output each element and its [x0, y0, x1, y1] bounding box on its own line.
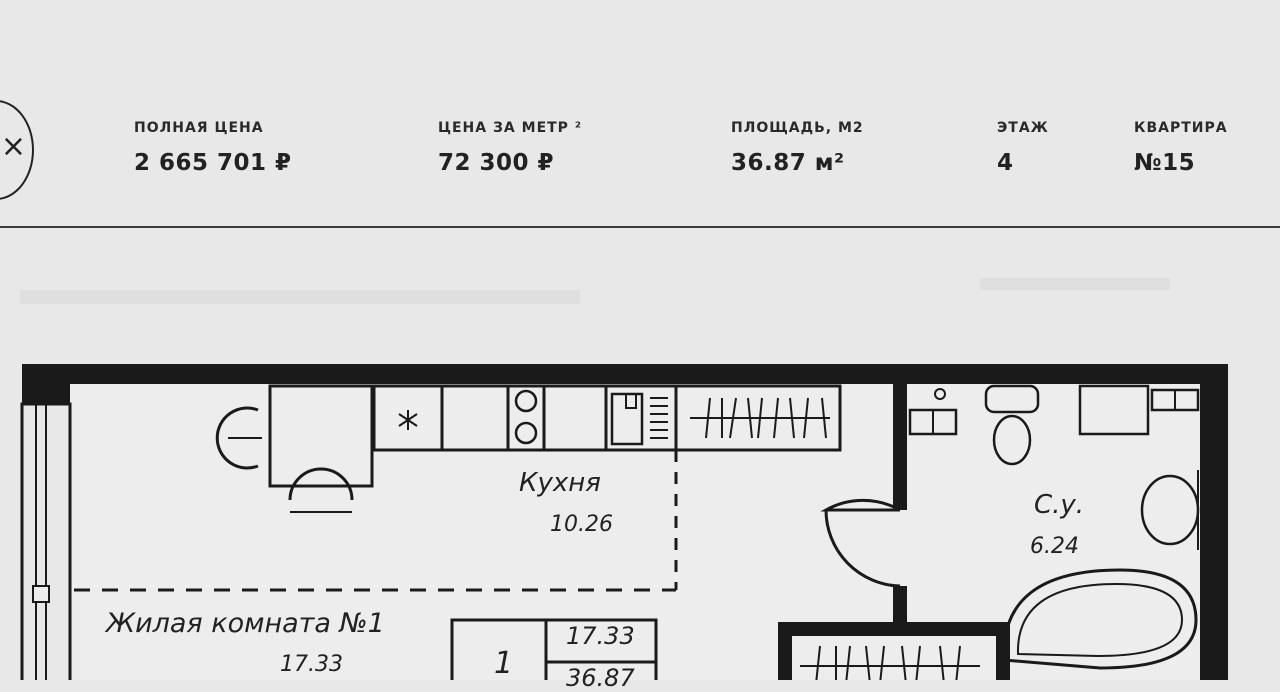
- toilet-icon: [984, 384, 1040, 414]
- stat-label: ПОЛНАЯ ЦЕНА: [134, 120, 264, 136]
- stat-floor: ЭТАЖ 4: [997, 120, 1049, 176]
- right-wall: [1200, 364, 1228, 680]
- floor-plan-drawing: [20, 364, 1228, 680]
- chair: [215, 406, 259, 470]
- stove-icon: [514, 389, 538, 413]
- bathroom-area: 6.24: [1030, 534, 1079, 559]
- apartment-info-header: × ПОЛНАЯ ЦЕНА 2 665 701 ₽ ЦЕНА ЗА МЕТР ²…: [0, 0, 1280, 228]
- corridor-wardrobe: [800, 645, 980, 680]
- bleed-through-mark: [980, 278, 1170, 290]
- stat-label: КВАРТИРА: [1134, 120, 1228, 136]
- left-wall-corner: [22, 364, 70, 404]
- area-legend: [450, 618, 658, 680]
- top-wall: [22, 364, 1228, 384]
- corridor-wall: [778, 622, 996, 636]
- bleed-through-mark: [20, 290, 580, 304]
- washing-machine: [1078, 384, 1150, 436]
- legend-total-area: 36.87: [566, 664, 635, 692]
- stat-price-per-meter: ЦЕНА ЗА МЕТР ² 72 300 ₽: [438, 120, 582, 176]
- dining-table: [268, 384, 374, 488]
- fridge-icon: [398, 410, 418, 430]
- stat-label: ЭТАЖ: [997, 120, 1049, 136]
- close-button[interactable]: ×: [0, 100, 34, 200]
- stat-value: 36.87 м²: [731, 150, 845, 176]
- stat-area: ПЛОЩАДЬ, М2 36.87 м²: [731, 120, 864, 176]
- bathroom-wall: [893, 384, 907, 510]
- living-room-area: 17.33: [280, 652, 343, 677]
- close-icon: ×: [0, 129, 26, 164]
- legend-room-count: 1: [494, 646, 514, 681]
- floor-plan: Кухня 10.26 С.у. 6.24 Жилая комната №1 1…: [0, 228, 1280, 692]
- stat-value: 72 300 ₽: [438, 150, 555, 176]
- stat-value: №15: [1134, 150, 1196, 176]
- stat-value: 4: [997, 150, 1014, 176]
- kitchen-name: Кухня: [519, 468, 601, 498]
- kitchen-area: 10.26: [550, 512, 613, 537]
- bathroom-wall: [893, 586, 907, 626]
- legend-living-area: 17.33: [566, 622, 635, 650]
- bathroom-name: С.у.: [1034, 490, 1085, 520]
- chair: [288, 467, 354, 501]
- stat-full-price: ПОЛНАЯ ЦЕНА 2 665 701 ₽: [134, 120, 292, 176]
- door-swing: [820, 498, 901, 512]
- living-room-name: Жилая комната №1: [106, 608, 385, 639]
- stat-label: ЦЕНА ЗА МЕТР ²: [438, 120, 582, 136]
- bathtub-icon: [1002, 568, 1198, 670]
- stat-value: 2 665 701 ₽: [134, 150, 292, 176]
- stat-apartment: КВАРТИРА №15: [1134, 120, 1228, 176]
- stat-label: ПЛОЩАДЬ, М2: [731, 120, 864, 136]
- header-divider: [0, 226, 1280, 228]
- plan-floor: [70, 384, 1200, 680]
- wardrobe: [674, 384, 842, 452]
